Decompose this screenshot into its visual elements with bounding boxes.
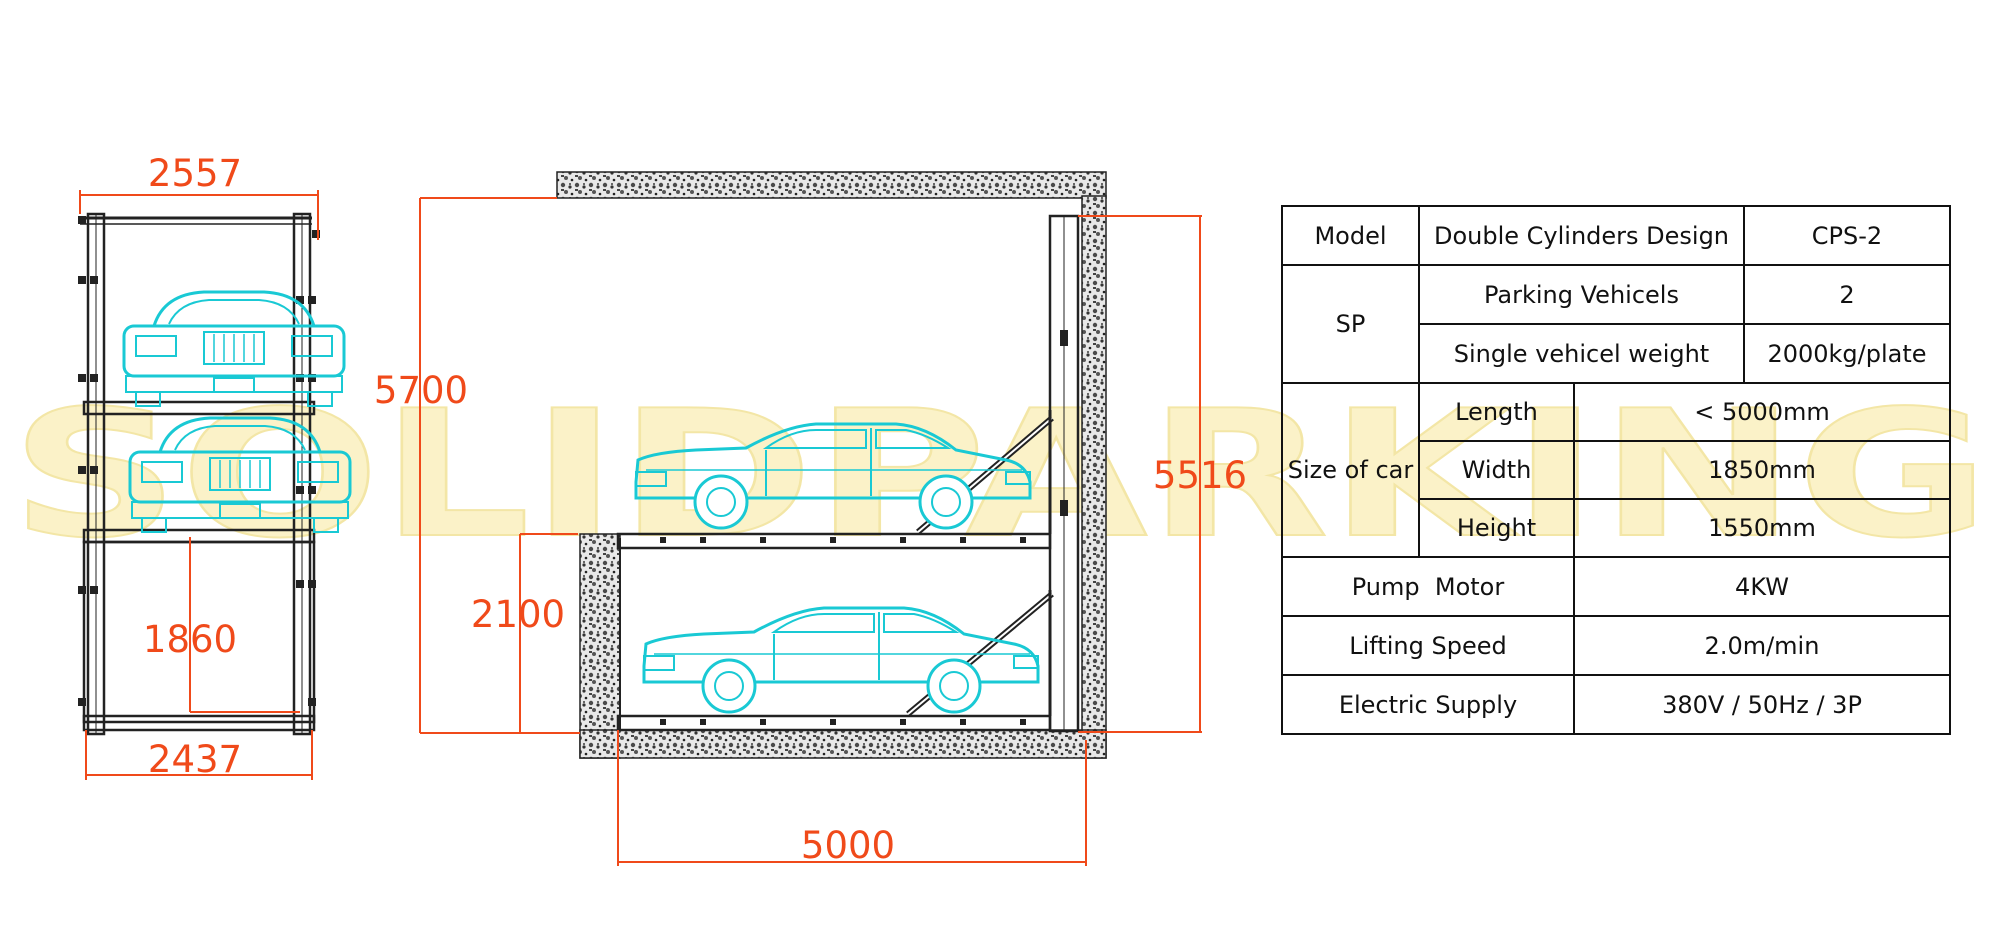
spec-row-weight: Single vehicel weight 2000kg/plate — [1282, 323, 1951, 384]
side-length-label: 5000 — [801, 824, 895, 867]
supply-label: Electric Supply — [1281, 674, 1575, 735]
front-bottom-width-label: 2437 — [148, 738, 242, 781]
front-base — [82, 714, 316, 732]
side-upper-platform — [616, 532, 1052, 550]
model-label: Model — [1281, 205, 1420, 266]
width-label: Width — [1418, 440, 1575, 500]
front-upper-platform — [82, 400, 316, 416]
speed-value: 2.0m/min — [1573, 615, 1951, 676]
spec-row-height: Height 1550mm — [1282, 498, 1951, 558]
pit-left-wall — [579, 533, 621, 759]
weight-label: Single vehicel weight — [1418, 323, 1745, 384]
height-label: Height — [1418, 498, 1575, 558]
front-lower-frame — [82, 540, 316, 724]
length-value: < 5000mm — [1573, 382, 1951, 442]
spec-row-width: Width 1850mm — [1282, 440, 1951, 500]
side-total-height-label: 5700 — [374, 369, 468, 412]
spec-row-model: Model Double Cylinders Design CPS-2 — [1281, 205, 1951, 266]
height-value: 1550mm — [1573, 498, 1951, 558]
side-lift-height-label: 5516 — [1153, 454, 1247, 497]
spec-row-speed: Lifting Speed 2.0m/min — [1281, 615, 1951, 676]
size-label: Size of car — [1281, 382, 1420, 558]
model-design: Double Cylinders Design — [1418, 205, 1745, 266]
side-lower-car — [642, 606, 1040, 714]
spec-row-parking: SP Parking Vehicels 2 — [1281, 264, 1951, 384]
spec-table: Model Double Cylinders Design CPS-2 SP P… — [1281, 205, 1951, 735]
front-view: 2557 1860 2437 — [78, 152, 352, 781]
sp-label: SP — [1281, 264, 1420, 384]
spec-row-supply: Electric Supply 380V / 50Hz / 3P — [1281, 674, 1951, 735]
parking-value: 2 — [1743, 264, 1951, 325]
length-label: Length — [1418, 382, 1575, 442]
side-view: 5700 5516 2100 5000 — [374, 171, 1247, 867]
pump-value: 4KW — [1573, 556, 1951, 617]
side-lower-platform — [616, 714, 1052, 732]
back-wall — [1081, 195, 1107, 759]
side-pit-depth-label: 2100 — [471, 593, 565, 636]
pit-floor — [579, 729, 1107, 759]
pump-label: Pump Motor — [1281, 556, 1575, 617]
speed-label: Lifting Speed — [1281, 615, 1575, 676]
parking-label: Parking Vehicels — [1418, 264, 1745, 325]
supply-value: 380V / 50Hz / 3P — [1573, 674, 1951, 735]
spec-row-pump: Pump Motor 4KW — [1281, 556, 1951, 617]
width-value: 1850mm — [1573, 440, 1951, 500]
front-top-width-label: 2557 — [148, 152, 242, 195]
model-code: CPS-2 — [1743, 205, 1951, 266]
front-inner-height-label: 1860 — [143, 618, 237, 661]
spec-row-length: Size of car Length < 5000mm — [1281, 382, 1951, 558]
ceiling-slab — [556, 171, 1107, 199]
weight-value: 2000kg/plate — [1743, 323, 1951, 384]
